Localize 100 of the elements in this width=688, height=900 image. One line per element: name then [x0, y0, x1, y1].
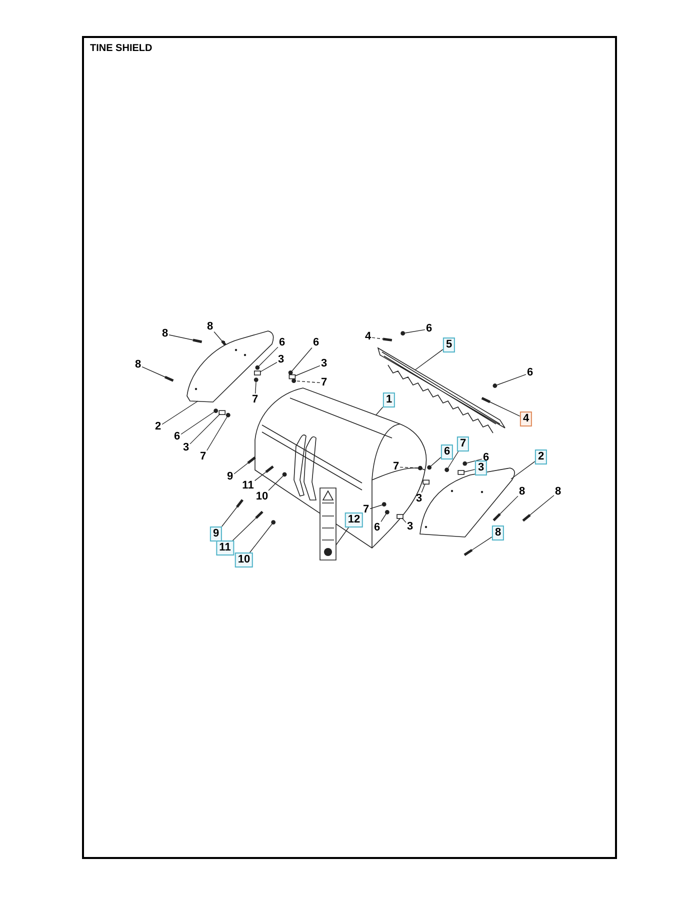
warning-decal [320, 488, 336, 560]
bolt-part [522, 514, 531, 522]
callout-number: 8 [206, 320, 214, 334]
leader-line [490, 402, 520, 416]
leader-line [294, 365, 320, 376]
callout-number: 7 [456, 436, 470, 452]
leader-line [234, 462, 248, 474]
leader-line [464, 469, 476, 472]
leader-line [162, 400, 198, 425]
leader-line [180, 412, 214, 435]
callout-number: 6 [278, 336, 286, 350]
callout-number: 3 [320, 358, 328, 370]
leader-line [530, 494, 554, 516]
nut-part [427, 465, 432, 470]
leader-line [376, 406, 384, 416]
callout-number: 4 [364, 330, 372, 344]
clip-part [218, 410, 226, 415]
leader-line [249, 524, 272, 553]
callout-number: 6 [424, 322, 434, 336]
callout-number: 6 [440, 444, 454, 460]
nut-part [288, 370, 293, 375]
callout-number: 4 [520, 412, 532, 426]
callout-number: 6 [372, 522, 382, 534]
bolt-part [247, 456, 256, 464]
callout-number: 11 [241, 480, 255, 492]
leader-line [414, 349, 444, 370]
nut-part [214, 408, 218, 413]
leader-line [496, 374, 526, 386]
shield-panel [186, 330, 274, 402]
roller-cover [254, 388, 427, 548]
nut-part [462, 461, 468, 466]
callout-number: 5 [442, 338, 456, 352]
leader-line [500, 496, 518, 514]
bolt-part [382, 338, 392, 342]
nut-part [444, 468, 450, 472]
callout-number: 8 [492, 526, 504, 540]
callout-number: 3 [406, 520, 414, 534]
leader-line [258, 346, 278, 366]
leader-line [221, 506, 238, 527]
leader-line [254, 472, 266, 482]
callout-number: 8 [134, 358, 142, 372]
callout-number: 2 [534, 450, 548, 464]
callout-number: 2 [154, 420, 162, 434]
nut-part [226, 412, 230, 418]
nut-part [254, 378, 258, 382]
callout-number: 7 [198, 450, 208, 464]
callout-number: 7 [250, 394, 260, 406]
scraper-bar [378, 348, 506, 434]
clip-part [254, 370, 261, 376]
clip-part [422, 480, 430, 485]
callout-number: 3 [276, 354, 286, 366]
leader-line [430, 456, 442, 466]
bolt-part [164, 376, 174, 382]
callout-number: 10 [234, 552, 254, 568]
callout-number: 6 [526, 366, 534, 380]
nut-part [292, 378, 296, 384]
callout-number: 3 [414, 492, 424, 506]
callout-number: 10 [254, 490, 270, 504]
leader-line [142, 366, 166, 378]
leader-line [255, 382, 256, 394]
leader-line [190, 414, 220, 444]
leader-line [268, 476, 284, 491]
leader-line [372, 337, 384, 340]
callout-number: 3 [474, 460, 488, 476]
leader-line [472, 536, 492, 550]
clip-part [288, 374, 296, 380]
leader-line [296, 380, 320, 384]
bolt-part [492, 513, 501, 522]
nut-part [255, 365, 260, 370]
callout-number: 6 [312, 336, 320, 350]
callout-number: 11 [216, 540, 234, 556]
bolt-part [464, 548, 473, 556]
bolt-part [255, 510, 264, 519]
callout-number: 9 [226, 470, 234, 484]
callout-number: 7 [392, 460, 400, 474]
leader-line [232, 518, 256, 541]
leader-line [260, 362, 278, 372]
callout-number: 8 [518, 486, 526, 498]
callout-number: 3 [182, 442, 190, 454]
leader-line [400, 466, 418, 468]
leader-line [370, 504, 382, 510]
leader-line [510, 461, 536, 480]
leader-line [214, 331, 222, 342]
leader-line [421, 484, 426, 493]
leader-line [466, 458, 482, 464]
leader-line [380, 514, 386, 522]
nut-part [271, 520, 276, 524]
leader-line [168, 334, 194, 340]
leader-line [402, 518, 406, 523]
nut-part [400, 331, 406, 336]
leader-line [206, 416, 228, 451]
callout-number: 8 [160, 328, 170, 340]
diagram-title: TINE SHIELD [90, 43, 152, 54]
leader-line [292, 347, 312, 372]
callout-number: 8 [554, 486, 562, 498]
leader-line [448, 451, 459, 468]
clip-part [458, 470, 464, 475]
leader-line [336, 527, 349, 546]
callout-number: 7 [320, 376, 328, 390]
callout-number: 7 [362, 504, 370, 516]
